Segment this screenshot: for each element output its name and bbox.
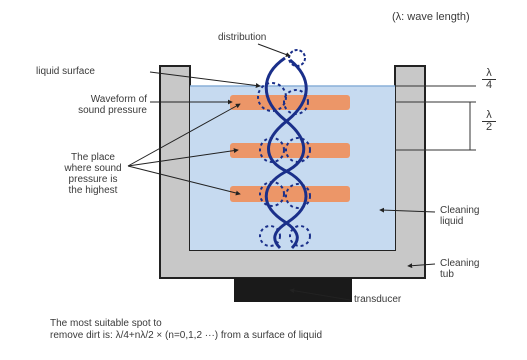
cleaning-liquid-line1: Cleaning	[440, 205, 480, 216]
wavelength-note: (λ: wave length)	[392, 11, 470, 23]
highest-place-line1: The place	[71, 152, 115, 163]
dashed-distribution-circle-6	[285, 183, 311, 209]
leader-cleaning-liquid	[379, 207, 436, 213]
pressure-band-2	[230, 143, 350, 158]
waveform-label: Waveform of sound pressure	[78, 94, 147, 116]
sound-pressure-wave-b	[267, 58, 308, 250]
cleaning-tub-line1: Cleaning	[440, 258, 480, 269]
caption-line1: The most suitable spot to	[50, 318, 162, 329]
leader-distribution	[257, 43, 291, 57]
leader-highest-2	[127, 148, 239, 167]
cleaning-liquid-line2: liquid	[440, 216, 464, 227]
quarter-den: 4	[485, 79, 493, 91]
cleaning-tub-label: Cleaning tub	[440, 258, 479, 280]
pressure-band-1	[230, 95, 350, 110]
leader-highest-1	[127, 103, 241, 167]
highest-place-line2: where sound	[64, 163, 122, 174]
highest-place-line3: pressure is	[68, 174, 118, 185]
waveform-label-line2: sound pressure	[78, 105, 147, 116]
leader-transducer	[289, 288, 351, 301]
dashed-distribution-circle-7	[259, 225, 281, 247]
quarter-wave-fraction: λ 4	[482, 68, 496, 91]
liquid-surface-label: liquid surface	[36, 66, 95, 77]
optimal-spot-caption: The most suitable spot to remove dirt is…	[50, 318, 322, 342]
leader-liquid-surface	[149, 71, 261, 88]
dashed-distribution-circle-8	[289, 225, 311, 247]
highest-place-label: The place where sound pressure is the hi…	[58, 152, 128, 196]
pressure-band-3	[230, 186, 350, 202]
leader-highest-3	[127, 165, 241, 196]
dashed-distribution-circle-top	[288, 49, 306, 67]
highest-place-line4: the highest	[68, 185, 118, 196]
distribution-label: distribution	[218, 32, 267, 43]
half-wave-fraction: λ 2	[482, 110, 496, 133]
leader-cleaning-tub	[407, 263, 436, 269]
half-den: 2	[485, 121, 493, 133]
cleaning-tub-line2: tub	[440, 269, 454, 280]
transducer-label: transducer	[354, 294, 402, 305]
quarter-num: λ	[482, 68, 496, 80]
caption-line2: remove dirt is: λ/4+nλ/2 × (n=0,1,2 ···)…	[50, 330, 323, 341]
cleaning-liquid-label: Cleaning liquid	[440, 205, 479, 227]
waveform-label-line1: Waveform of	[90, 94, 147, 105]
half-num: λ	[482, 110, 496, 122]
